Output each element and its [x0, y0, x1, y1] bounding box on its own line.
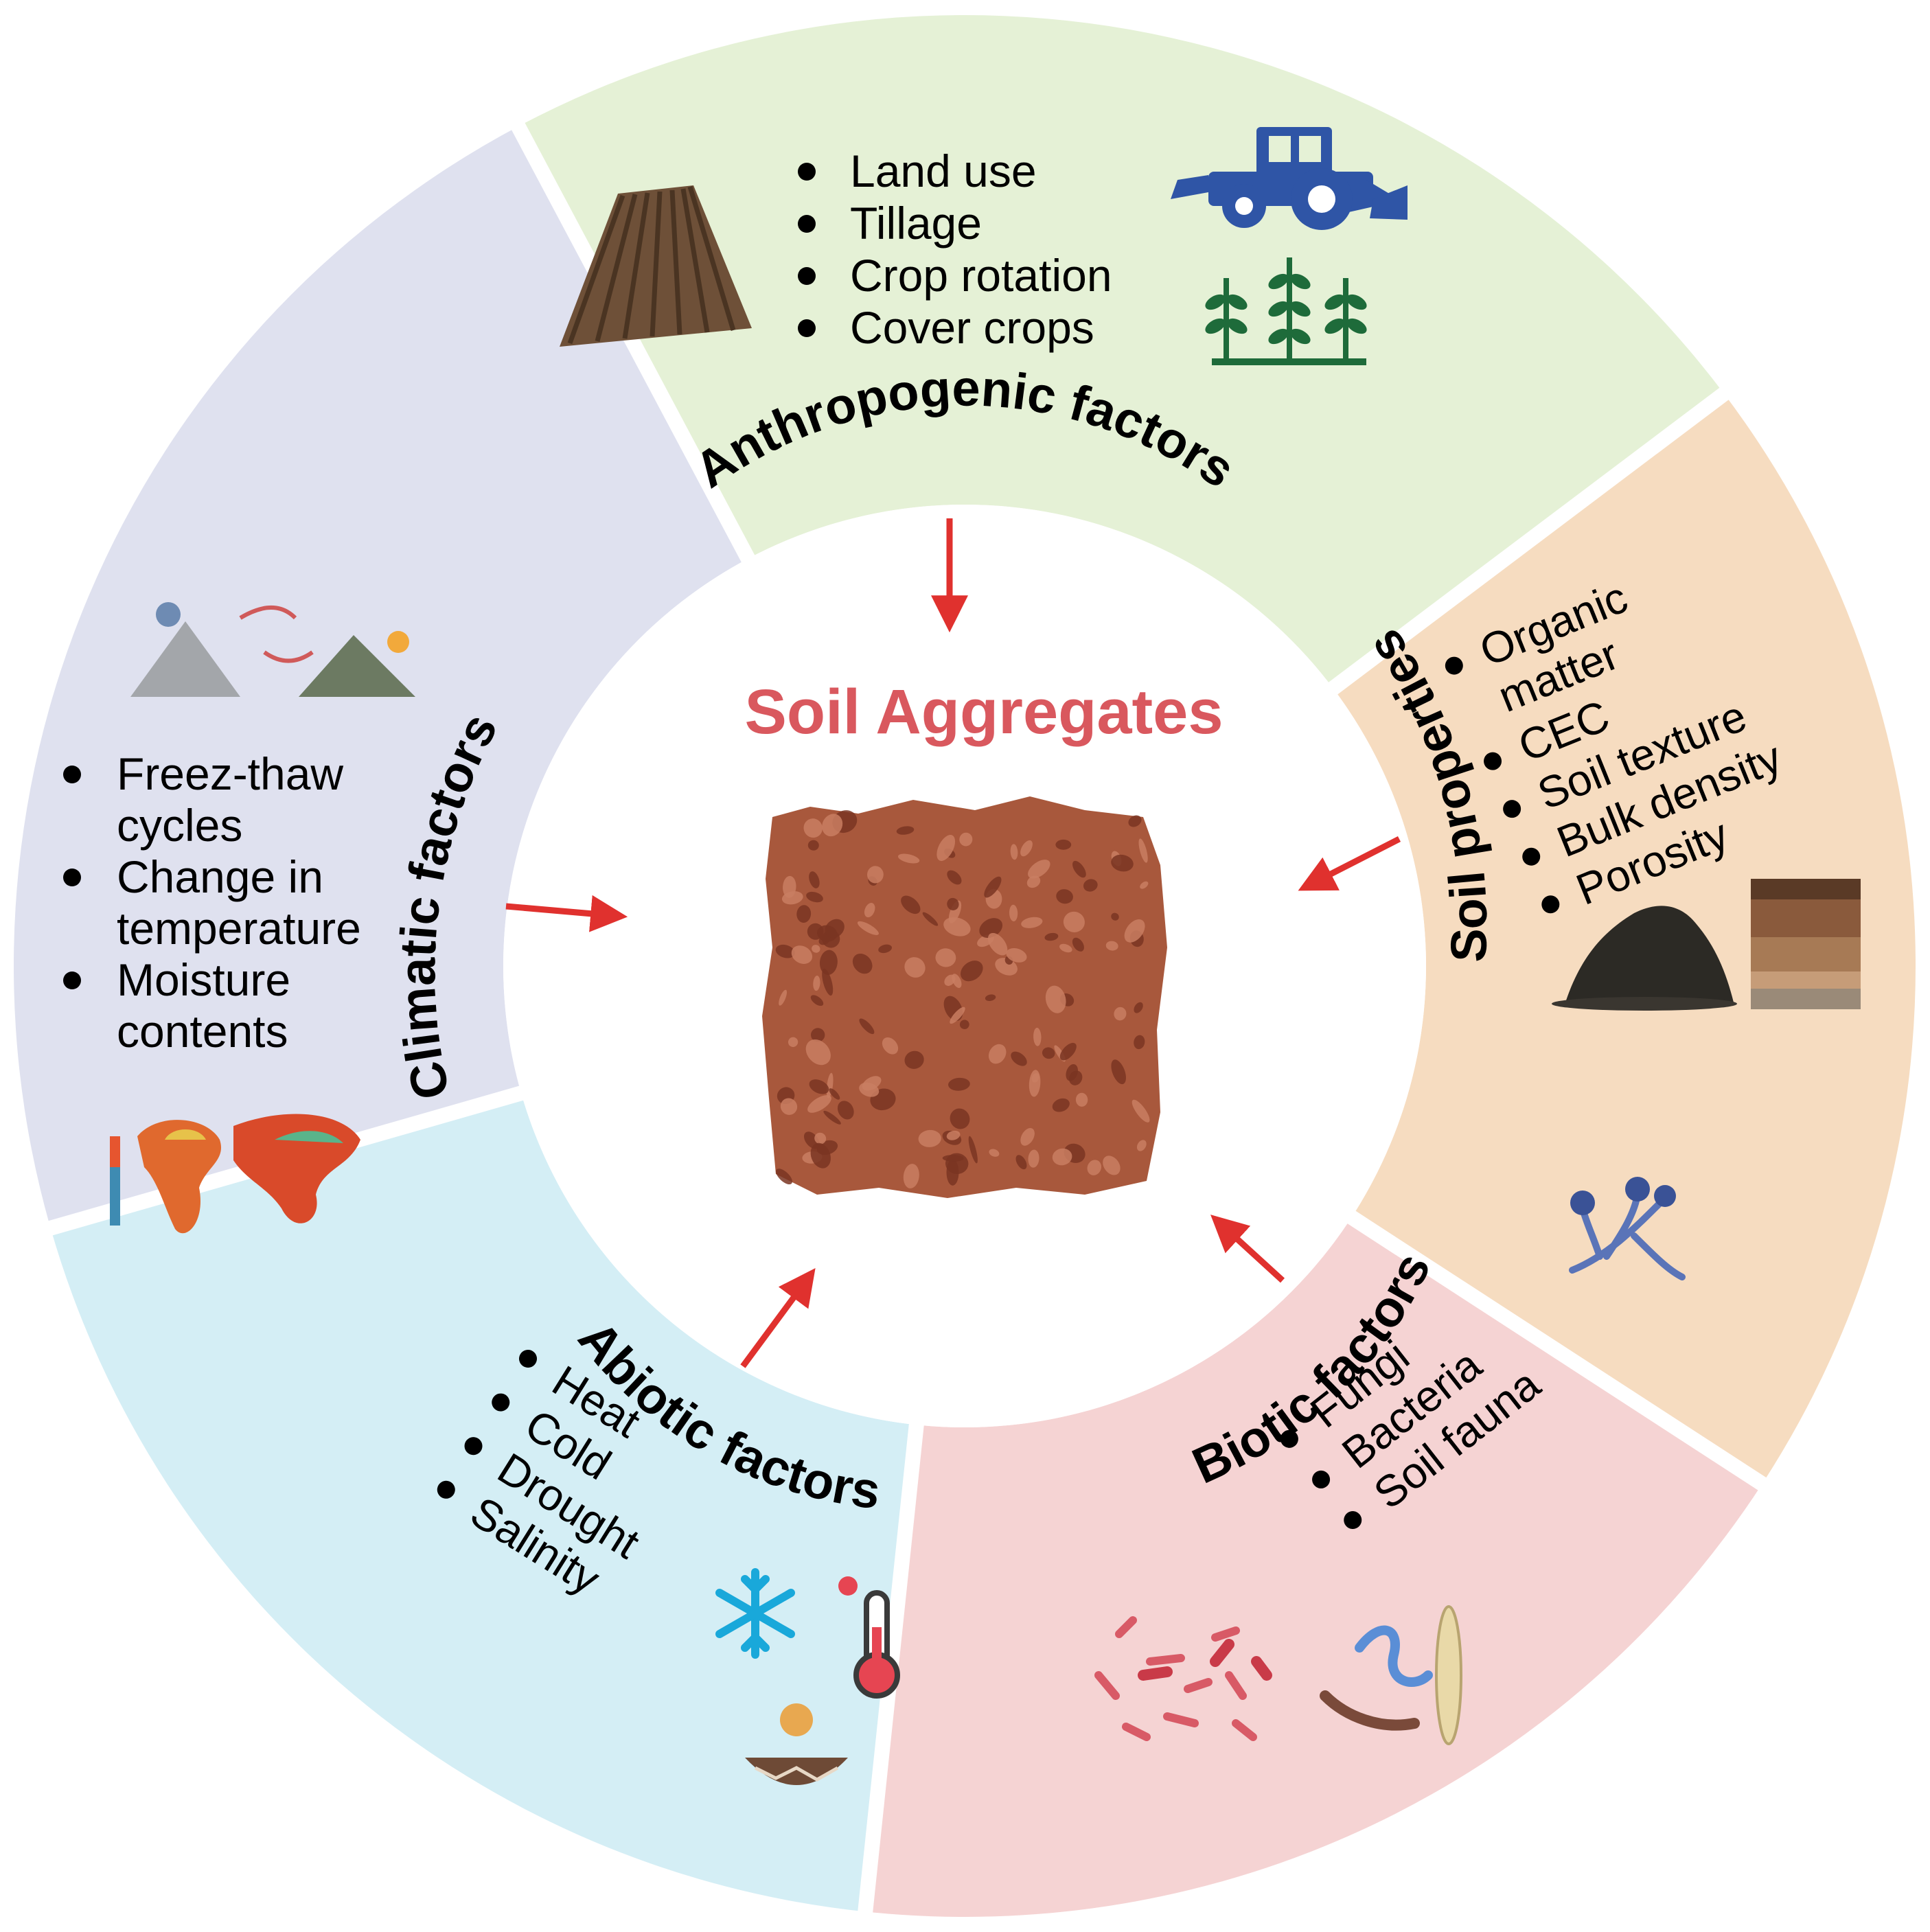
bullet [492, 1393, 510, 1412]
list-item: Crop rotation [850, 250, 1112, 301]
arrow-icon [505, 895, 628, 932]
world-temperature-map-icon [110, 1114, 360, 1234]
soil-profile-icon [1751, 879, 1861, 1009]
bullet [798, 215, 816, 233]
bullet [63, 869, 81, 886]
bullet [1484, 752, 1502, 770]
sector-biotic [865, 1217, 1762, 1917]
bacteria-icon [1094, 1616, 1272, 1741]
arrows [505, 518, 1401, 1368]
plowed-field-icon [560, 185, 752, 347]
mountain-cycle-icon [130, 602, 415, 697]
bullet [519, 1349, 538, 1368]
soil-aggregate-image [762, 796, 1167, 1198]
bullet [798, 319, 816, 337]
separator [1344, 1209, 1778, 1498]
soil-pile-icon [1552, 906, 1737, 1011]
bullet [464, 1437, 483, 1456]
bullet [1541, 895, 1560, 914]
arrow-icon [1210, 1215, 1285, 1283]
arrow-icon [740, 1267, 816, 1368]
anthropogenic-list: Land use Tillage Crop rotation Cover cro… [798, 146, 1112, 353]
arrow-icon [1298, 836, 1401, 891]
thermometer-icon [838, 1576, 900, 1699]
bullet [437, 1480, 455, 1499]
bullet [1522, 847, 1541, 866]
larva-icon [1435, 1605, 1462, 1745]
bullet [1503, 800, 1521, 818]
bullet [63, 971, 81, 989]
bullet [798, 267, 816, 285]
list-item: Tillage [850, 198, 982, 249]
bullet [63, 766, 81, 783]
sector-abiotic [50, 1093, 917, 1912]
tractor-icon [1171, 127, 1408, 230]
separator [1326, 379, 1740, 697]
earthworm-icon [1320, 1625, 1433, 1731]
drought-icon [745, 1703, 848, 1785]
crop-plants-icon [1205, 257, 1367, 365]
sector-anthropogenic [518, 14, 1725, 689]
bullet [1312, 1470, 1331, 1488]
bullet [798, 163, 816, 181]
bullet [1344, 1511, 1362, 1530]
list-item: Land use [850, 146, 1037, 196]
bullet [1445, 656, 1463, 675]
center-title: Soil Aggregates [745, 677, 1224, 747]
snowflake-icon [715, 1568, 795, 1659]
bullet [1280, 1429, 1298, 1448]
list-item: Cover crops [850, 302, 1094, 353]
fungi-icon [1569, 1177, 1686, 1280]
